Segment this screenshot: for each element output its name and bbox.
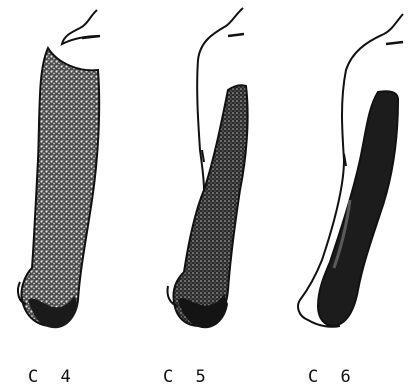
- arm-c4: [18, 10, 100, 328]
- arm-c5: [167, 8, 247, 328]
- label-c6: C 6: [308, 367, 357, 387]
- label-c4: C 4: [28, 367, 77, 387]
- arm-c6: [298, 14, 403, 327]
- label-c5: C 5: [163, 367, 212, 387]
